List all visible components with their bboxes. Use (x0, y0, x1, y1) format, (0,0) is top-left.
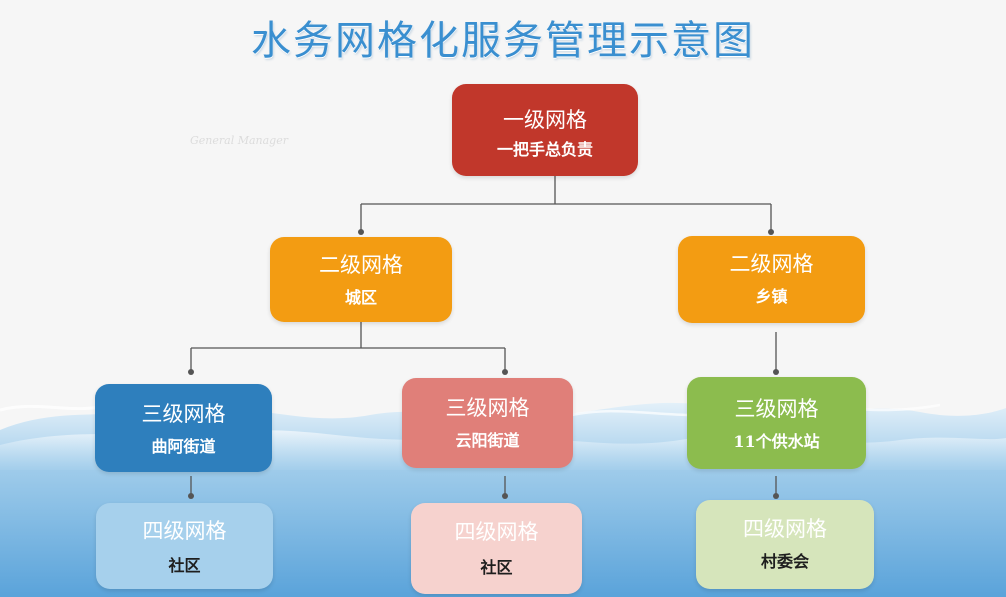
node-level-label: 一级网格 (503, 108, 587, 132)
connector-dot (768, 229, 774, 235)
node-level4-community-a: 四级网格 社区 (96, 503, 273, 589)
node-sub-label: 乡镇 (755, 287, 788, 306)
connector-dot (188, 493, 194, 499)
connector-dot (502, 369, 508, 375)
node-level-label: 四级网格 (454, 520, 539, 544)
node-level3-water-stations: 三级网格 11个供水站 (687, 377, 866, 469)
watermark-text: General Manager (190, 134, 288, 147)
page-title: 水务网格化服务管理示意图 (251, 18, 755, 64)
connector-dot (358, 229, 364, 235)
node-level1: 一级网格 一把手总负责 (452, 84, 638, 176)
node-level-label: 三级网格 (445, 396, 530, 420)
node-level-label: 三级网格 (734, 397, 819, 421)
node-level-label: 四级网格 (142, 519, 227, 543)
node-level3-quea: 三级网格 曲阿街道 (95, 384, 272, 472)
node-level-label: 三级网格 (141, 402, 226, 426)
node-sub-label: 社区 (168, 556, 201, 575)
node-level-label: 二级网格 (729, 252, 814, 276)
node-level2-city: 二级网格 城区 (270, 237, 452, 322)
node-level-label: 四级网格 (743, 517, 827, 541)
node-sub-label: 一把手总负责 (496, 140, 593, 159)
node-level4-village: 四级网格 村委会 (696, 500, 874, 589)
node-sub-label: 村委会 (760, 552, 809, 571)
node-sub-label: 11个供水站 (733, 432, 820, 451)
node-sub-label: 云阳街道 (455, 431, 520, 450)
node-sub-label: 曲阿街道 (151, 437, 216, 456)
node-sub-label: 社区 (480, 558, 513, 577)
node-level2-town: 二级网格 乡镇 (678, 236, 865, 323)
node-sub-label: 城区 (344, 288, 377, 307)
connector-dot (773, 493, 779, 499)
node-level3-yunyang: 三级网格 云阳街道 (402, 378, 573, 468)
connector-dot (188, 369, 194, 375)
connector-dot (773, 369, 779, 375)
node-level-label: 二级网格 (319, 253, 403, 277)
connector-dot (502, 493, 508, 499)
node-level4-community-b: 四级网格 社区 (411, 503, 582, 594)
